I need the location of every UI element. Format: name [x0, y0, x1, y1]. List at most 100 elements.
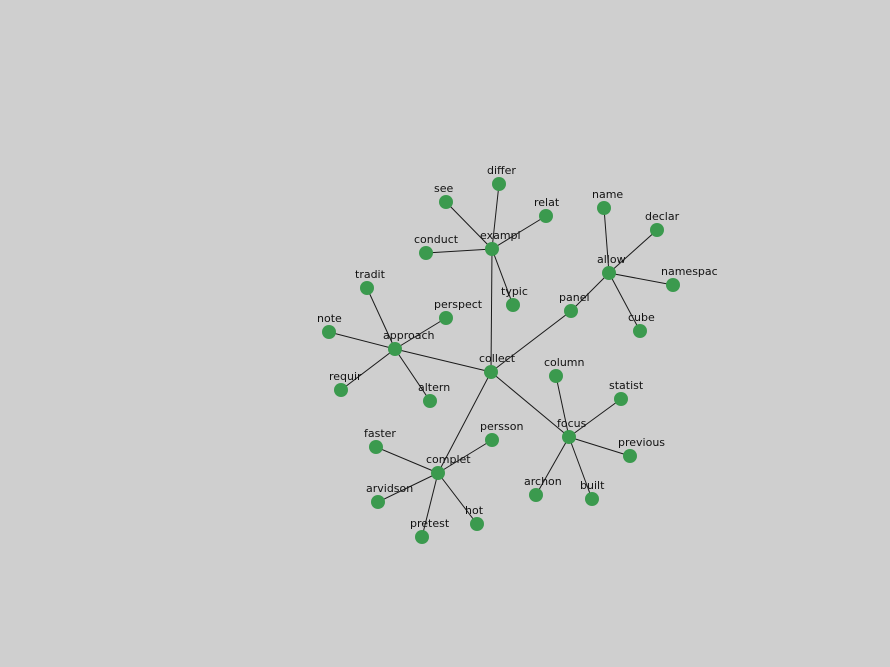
edge-focus-statist — [568, 398, 622, 438]
node-built[interactable]: built — [580, 479, 605, 506]
node-statist[interactable]: statist — [609, 379, 644, 406]
edge-approach-note — [328, 331, 396, 350]
edge-approach-requir — [340, 348, 396, 391]
edge-focus-archon — [535, 436, 570, 496]
edge-complet-arvidson — [377, 472, 439, 503]
node-dot-panel[interactable] — [564, 304, 578, 318]
node-label-collect: collect — [479, 352, 516, 365]
node-label-cube: cube — [628, 311, 655, 324]
node-dot-built[interactable] — [585, 492, 599, 506]
node-label-allow: allow — [597, 253, 626, 266]
node-cube[interactable]: cube — [628, 311, 655, 338]
node-label-statist: statist — [609, 379, 644, 392]
node-namespac[interactable]: namespac — [661, 265, 718, 292]
node-dot-tradit[interactable] — [360, 281, 374, 295]
node-dot-typic[interactable] — [506, 298, 520, 312]
edge-focus-previous — [568, 436, 631, 457]
edge-exampl-see — [445, 201, 493, 250]
node-label-altern: altern — [418, 381, 450, 394]
edge-collect-focus — [490, 371, 570, 438]
node-altern[interactable]: altern — [418, 381, 450, 408]
node-label-typic: typic — [501, 285, 528, 298]
node-exampl[interactable]: exampl — [480, 229, 521, 256]
node-requir[interactable]: requir — [329, 370, 362, 397]
node-label-requir: requir — [329, 370, 362, 383]
node-label-see: see — [434, 182, 453, 195]
node-arvidson[interactable]: arvidson — [366, 482, 413, 509]
node-dot-name[interactable] — [597, 201, 611, 215]
node-declar[interactable]: declar — [645, 210, 680, 237]
edge-allow-cube — [608, 272, 641, 332]
node-note[interactable]: note — [317, 312, 342, 339]
edge-complet-hot — [437, 472, 478, 525]
edge-complet-persson — [437, 439, 493, 474]
edge-collect-approach — [394, 348, 492, 373]
node-see[interactable]: see — [434, 182, 453, 209]
node-dot-perspect[interactable] — [439, 311, 453, 325]
node-archon[interactable]: archon — [524, 475, 562, 502]
node-dot-altern[interactable] — [423, 394, 437, 408]
node-dot-archon[interactable] — [529, 488, 543, 502]
node-dot-complet[interactable] — [431, 466, 445, 480]
edge-focus-built — [568, 436, 593, 500]
edge-approach-altern — [394, 348, 431, 402]
node-focus[interactable]: focus — [557, 417, 587, 444]
node-dot-exampl[interactable] — [485, 242, 499, 256]
node-dot-approach[interactable] — [388, 342, 402, 356]
node-perspect[interactable]: perspect — [434, 298, 483, 325]
node-dot-declar[interactable] — [650, 223, 664, 237]
node-label-persson: persson — [480, 420, 523, 433]
node-dot-note[interactable] — [322, 325, 336, 339]
node-dot-faster[interactable] — [369, 440, 383, 454]
node-allow[interactable]: allow — [597, 253, 626, 280]
node-hot[interactable]: hot — [465, 504, 484, 531]
node-dot-focus[interactable] — [562, 430, 576, 444]
node-dot-statist[interactable] — [614, 392, 628, 406]
edge-collect-complet — [437, 371, 492, 474]
node-dot-requir[interactable] — [334, 383, 348, 397]
node-dot-relat[interactable] — [539, 209, 553, 223]
node-faster[interactable]: faster — [364, 427, 396, 454]
node-name[interactable]: name — [592, 188, 623, 215]
node-typic[interactable]: typic — [501, 285, 528, 312]
node-dot-column[interactable] — [549, 369, 563, 383]
node-dot-previous[interactable] — [623, 449, 637, 463]
node-label-pretest: pretest — [410, 517, 450, 530]
node-dot-pretest[interactable] — [415, 530, 429, 544]
node-column[interactable]: column — [544, 356, 585, 383]
node-label-conduct: conduct — [414, 233, 459, 246]
node-relat[interactable]: relat — [534, 196, 560, 223]
node-complet[interactable]: complet — [426, 453, 471, 480]
node-dot-cube[interactable] — [633, 324, 647, 338]
node-label-name: name — [592, 188, 623, 201]
node-dot-arvidson[interactable] — [371, 495, 385, 509]
node-previous[interactable]: previous — [618, 436, 665, 463]
node-label-relat: relat — [534, 196, 560, 209]
node-label-previous: previous — [618, 436, 665, 449]
node-panel[interactable]: panel — [559, 291, 590, 318]
node-pretest[interactable]: pretest — [410, 517, 450, 544]
node-differ[interactable]: differ — [487, 164, 516, 191]
node-approach[interactable]: approach — [383, 329, 435, 356]
node-label-namespac: namespac — [661, 265, 718, 278]
edge-collect-panel — [490, 310, 572, 373]
node-persson[interactable]: persson — [480, 420, 523, 447]
edge-approach-tradit — [366, 287, 396, 350]
node-collect[interactable]: collect — [479, 352, 516, 379]
node-dot-collect[interactable] — [484, 365, 498, 379]
node-dot-see[interactable] — [439, 195, 453, 209]
node-dot-allow[interactable] — [602, 266, 616, 280]
node-label-faster: faster — [364, 427, 396, 440]
node-dot-differ[interactable] — [492, 177, 506, 191]
node-label-differ: differ — [487, 164, 516, 177]
node-tradit[interactable]: tradit — [355, 268, 386, 295]
nodes-layer: collect exampl approach complet focus panel al… — [317, 164, 718, 544]
node-dot-persson[interactable] — [485, 433, 499, 447]
edges-layer — [328, 183, 674, 538]
node-label-declar: declar — [645, 210, 680, 223]
node-dot-conduct[interactable] — [419, 246, 433, 260]
node-dot-namespac[interactable] — [666, 278, 680, 292]
node-conduct[interactable]: conduct — [414, 233, 459, 260]
node-label-perspect: perspect — [434, 298, 483, 311]
node-dot-hot[interactable] — [470, 517, 484, 531]
